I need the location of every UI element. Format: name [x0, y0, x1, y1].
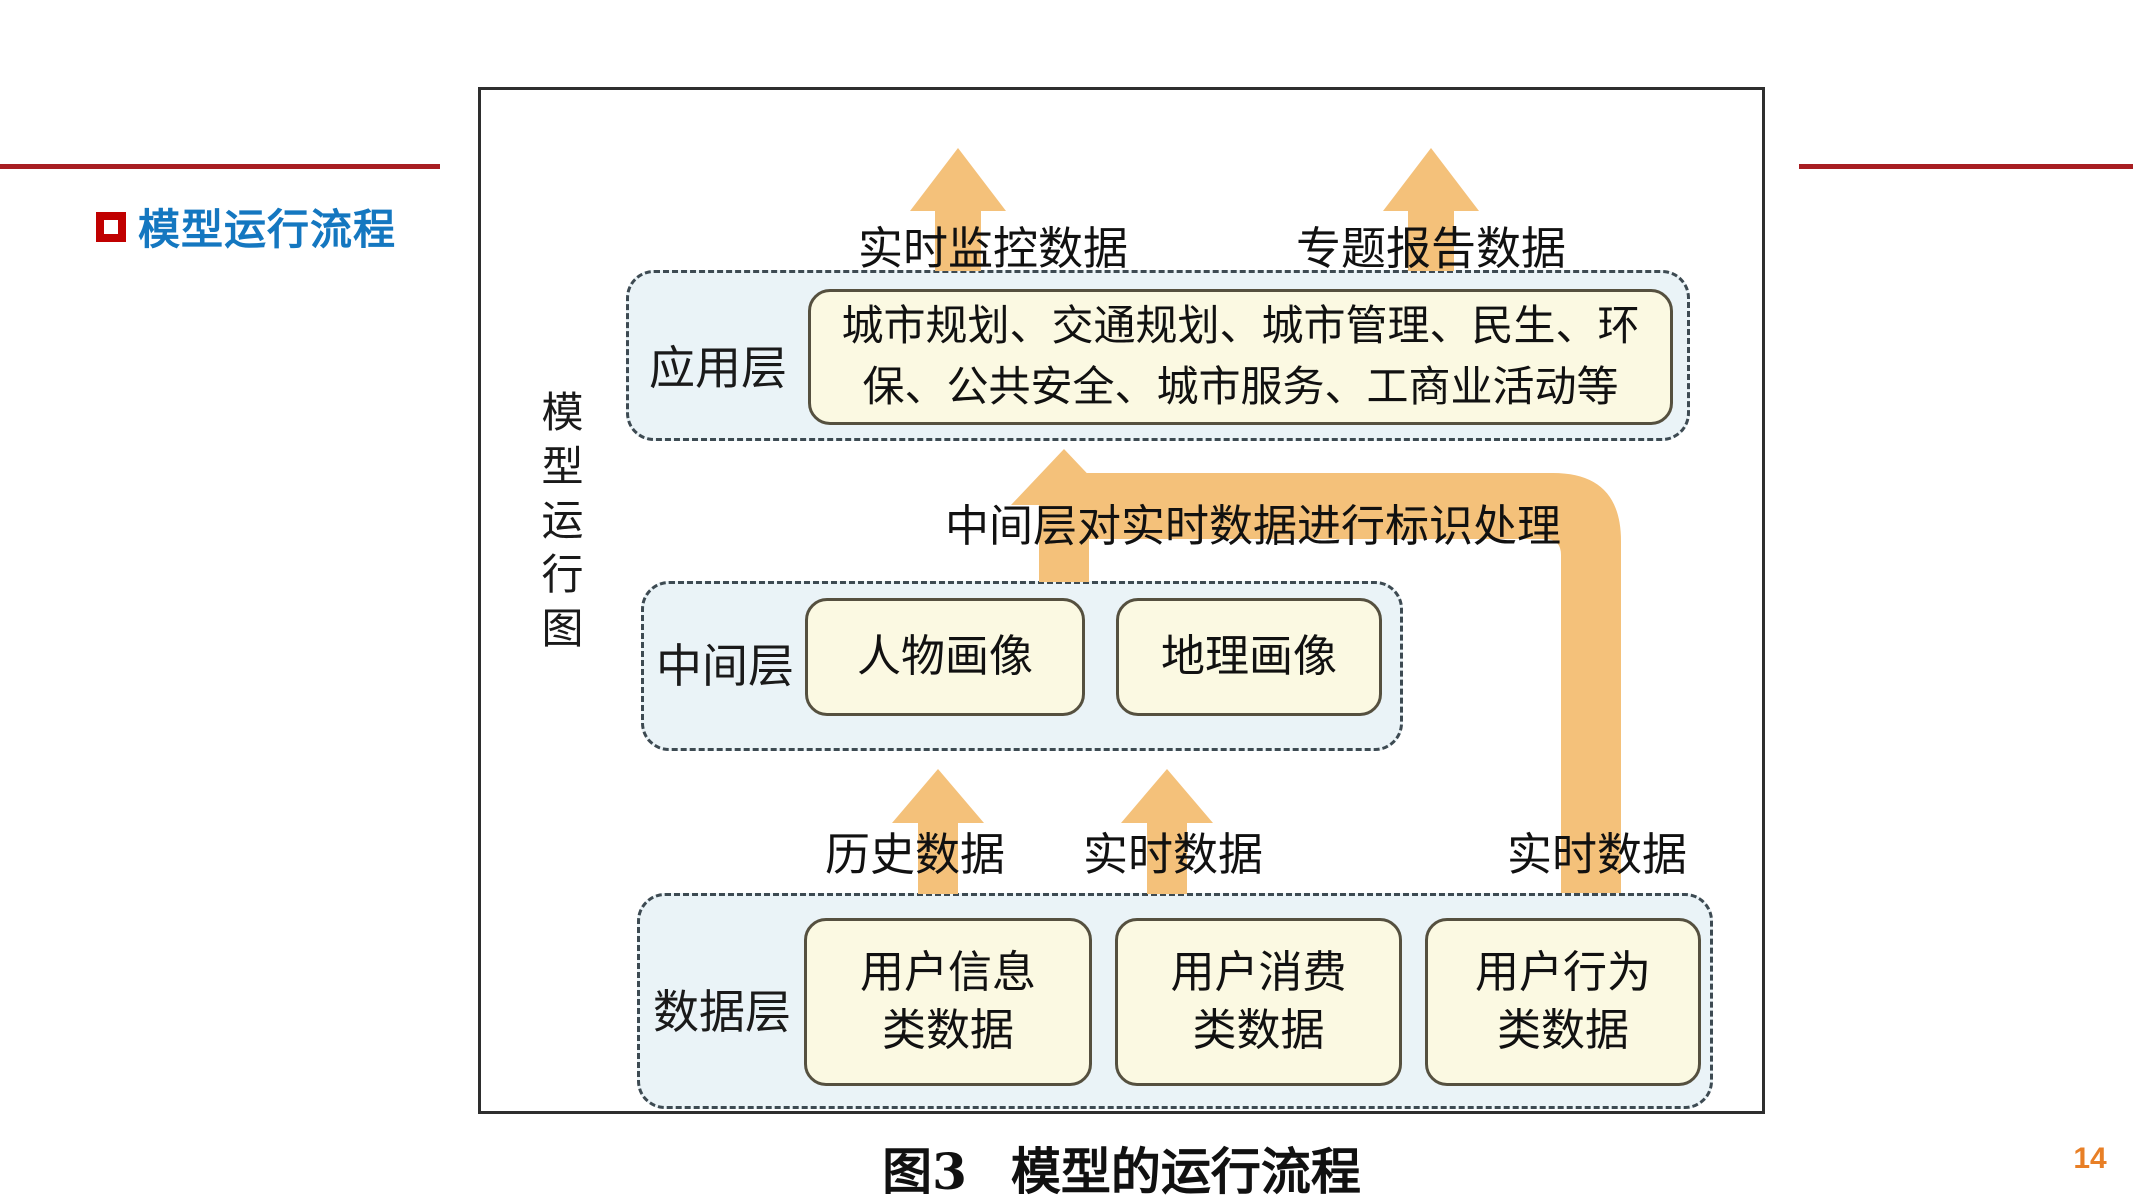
data-arrow-historical: [892, 769, 984, 894]
application-layer-label: 应用层: [649, 341, 787, 395]
user-info-data-box: 用户信息 类数据: [804, 918, 1092, 1086]
bent-pipe-realtime-data: [1064, 473, 1621, 893]
flow-arrows: [892, 148, 1621, 894]
diagram-side-label: 模型运行图: [535, 390, 584, 660]
application-content-text: 城市规划、交通规划、城市管理、民生、环保、公共安全、城市服务、工商业活动等: [841, 301, 1640, 411]
top-rule-left: [0, 164, 440, 169]
user-behavior-data-box: 用户行为 类数据: [1425, 918, 1701, 1086]
page-number: 14: [2073, 1142, 2107, 1175]
data-layer-label: 数据层: [653, 985, 791, 1039]
square-bullet-icon: [96, 211, 126, 242]
data-arrow-realtime: [1121, 769, 1213, 894]
figure-number: 图3: [882, 1142, 967, 1200]
slide-title: 模型运行流程: [96, 196, 396, 257]
user-consumption-data-box: 用户消费 类数据: [1115, 918, 1402, 1086]
geo-portrait-box: 地理画像: [1116, 598, 1382, 716]
label-middle-layer-processing: 中间层对实时数据进行标识处理: [945, 501, 1561, 552]
figure-title: 模型的运行流程: [1010, 1142, 1361, 1200]
output-arrow-realtime-monitoring: [910, 148, 1006, 271]
persona-portrait-box: 人物画像: [805, 598, 1085, 716]
label-thematic-report-data: 专题报告数据: [1295, 222, 1566, 275]
label-realtime-data-center: 实时数据: [1082, 828, 1263, 881]
label-realtime-data-right: 实时数据: [1506, 828, 1687, 881]
label-historical-data: 历史数据: [824, 828, 1005, 881]
top-rule-right: [1799, 164, 2133, 169]
label-realtime-monitoring-data: 实时监控数据: [857, 222, 1128, 275]
middle-layer-label: 中间层: [656, 639, 794, 693]
application-content-box: 城市规划、交通规划、城市管理、民生、环保、公共安全、城市服务、工商业活动等: [808, 289, 1673, 425]
figure-caption: 图3 模型的运行流程: [478, 1132, 1765, 1200]
output-arrow-thematic-report: [1383, 148, 1479, 271]
model-flow-diagram: 模型运行图 应用层 中间层 数据层 城市规划、交通规划、城市管理、民生、环保、公…: [478, 87, 1765, 1114]
slide-title-text: 模型运行流程: [138, 206, 397, 253]
